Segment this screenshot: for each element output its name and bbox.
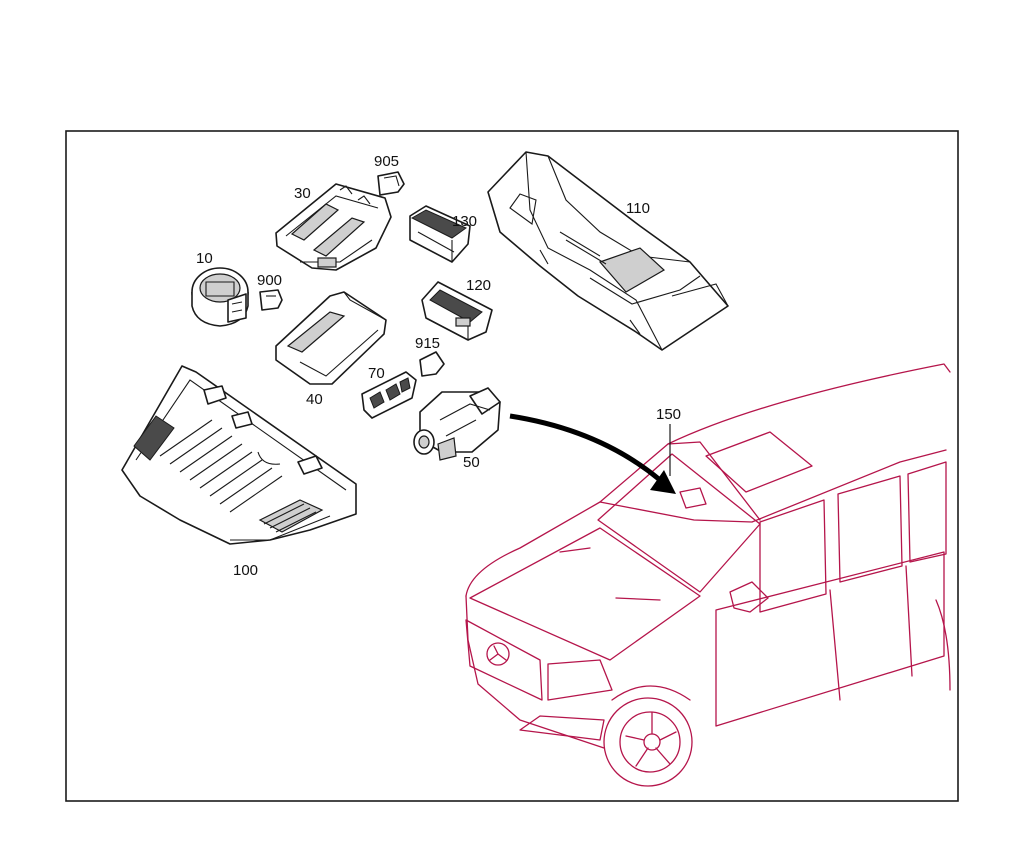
callout-130: 130 xyxy=(452,213,477,230)
pointer-arrow xyxy=(509,413,676,494)
callout-70: 70 xyxy=(368,365,385,382)
part-130-switch xyxy=(409,205,471,263)
callout-915: 915 xyxy=(415,335,440,352)
part-10-round-module xyxy=(191,267,249,327)
callout-30: 30 xyxy=(294,185,311,202)
callout-900: 900 xyxy=(257,272,282,289)
callout-150: 150 xyxy=(656,406,681,423)
part-900-tag xyxy=(259,289,283,311)
grille-slats xyxy=(159,419,283,513)
vehicle-outline xyxy=(465,363,951,787)
part-905-tag xyxy=(377,171,405,196)
part-50-sensor-module xyxy=(413,387,501,461)
diagram-frame xyxy=(65,130,959,802)
part-70-switch-panel xyxy=(361,371,417,419)
callout-50: 50 xyxy=(463,454,480,471)
callout-110: 110 xyxy=(626,200,650,217)
part-120-tray xyxy=(421,281,493,341)
callout-40: 40 xyxy=(306,391,323,408)
part-30-housing xyxy=(275,183,392,271)
callout-120: 120 xyxy=(466,277,491,294)
callout-10: 10 xyxy=(196,250,213,267)
callout-905: 905 xyxy=(374,153,399,170)
part-110-console xyxy=(487,151,729,351)
part-40-cover xyxy=(275,291,387,385)
part-915-tag xyxy=(419,351,445,377)
callout-100: 100 xyxy=(233,562,258,579)
part-100-roof-module xyxy=(121,365,357,545)
